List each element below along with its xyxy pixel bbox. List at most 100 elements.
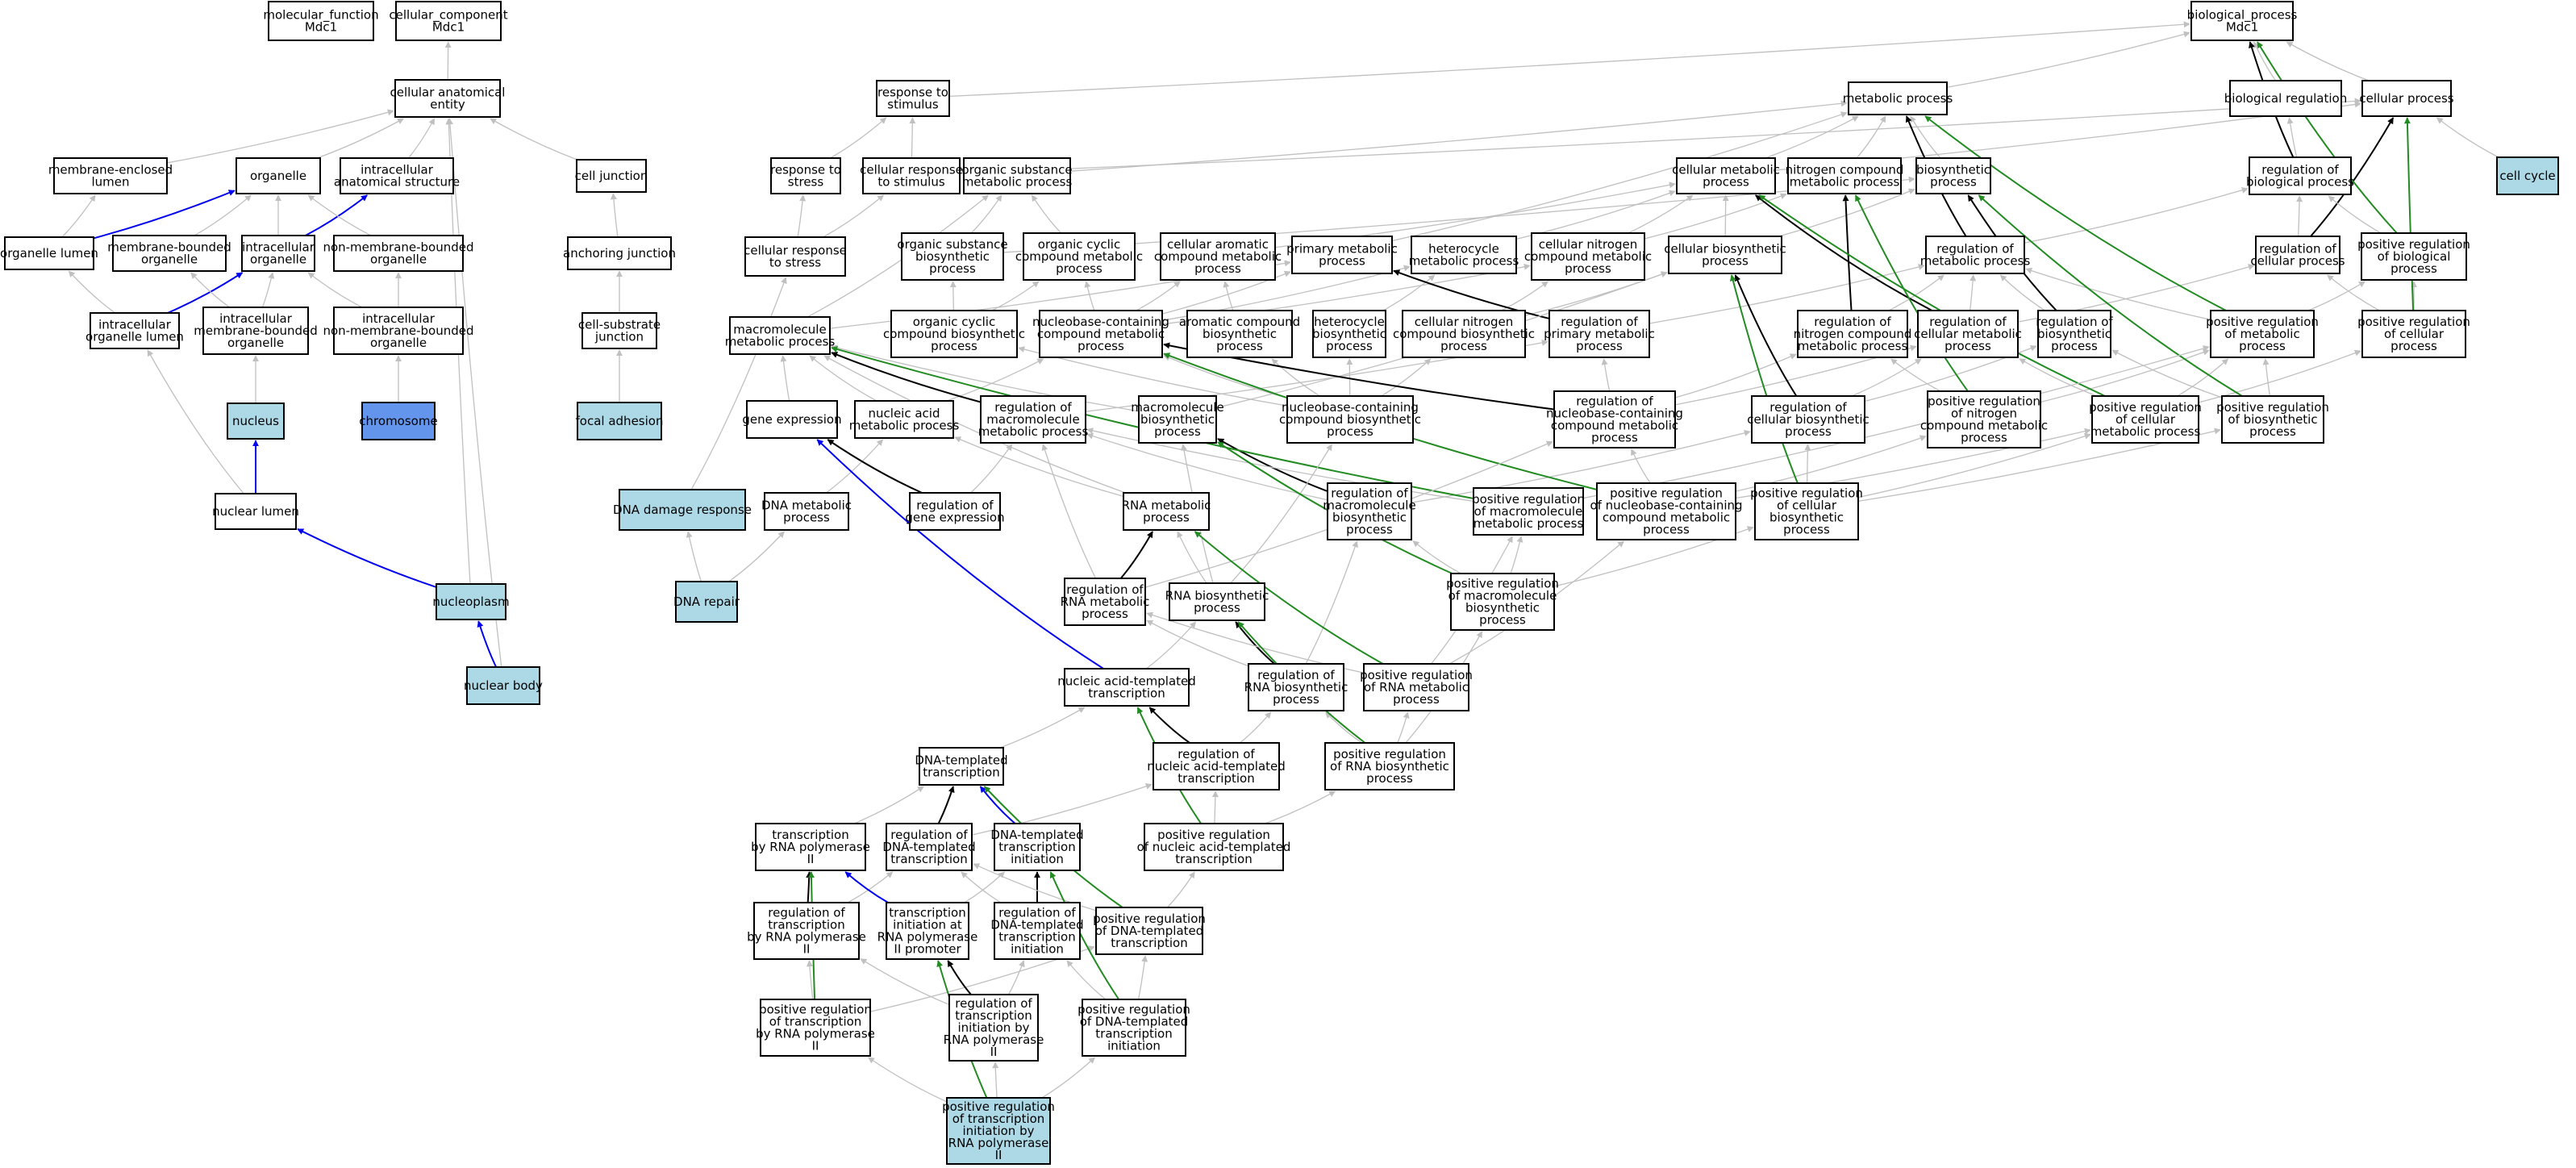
- go-term-node-drep[interactable]: DNA repair: [673, 581, 740, 623]
- go-term-node-aj[interactable]: anchoring junction: [563, 236, 676, 270]
- go-term-node-cp[interactable]: cellular process: [2359, 80, 2454, 117]
- go-term-node-mp[interactable]: metabolic process: [1843, 81, 1953, 115]
- go-term-node-nuc[interactable]: nucleus: [227, 403, 285, 440]
- go-term-node-cyc[interactable]: cell cycle: [2496, 156, 2559, 195]
- go-term-node-breg[interactable]: biological regulation: [2224, 80, 2347, 117]
- go-term-node-rmbp[interactable]: regulation ofmacromoleculebiosyntheticpr…: [1323, 482, 1416, 540]
- go-term-node-rdtti[interactable]: regulation ofDNA-templatedtranscriptioni…: [990, 902, 1084, 960]
- go-term-node-ddr[interactable]: DNA damage response: [613, 489, 752, 531]
- go-term-node-cj[interactable]: cell junction: [575, 159, 648, 193]
- go-term-label-line: organelle: [250, 252, 306, 267]
- go-term-node-ol[interactable]: organelle lumen: [0, 236, 98, 270]
- go-term-node-chr[interactable]: chromosome: [359, 402, 438, 440]
- go-term-node-ge[interactable]: gene expression: [742, 400, 842, 439]
- go-term-node-fa[interactable]: focal adhesion: [576, 402, 664, 440]
- go-term-node-org[interactable]: organelle: [236, 157, 321, 194]
- go-term-node-rnbcmp[interactable]: regulation ofnucleobase-containingcompou…: [1546, 390, 1683, 448]
- go-term-node-np[interactable]: nucleoplasm: [432, 583, 510, 620]
- go-term-node-nb[interactable]: nuclear body: [464, 666, 543, 705]
- go-term-node-nl[interactable]: nuclear lumen: [212, 493, 299, 530]
- go-term-node-inmbo[interactable]: intracellularnon-membrane-boundedorganel…: [323, 307, 474, 355]
